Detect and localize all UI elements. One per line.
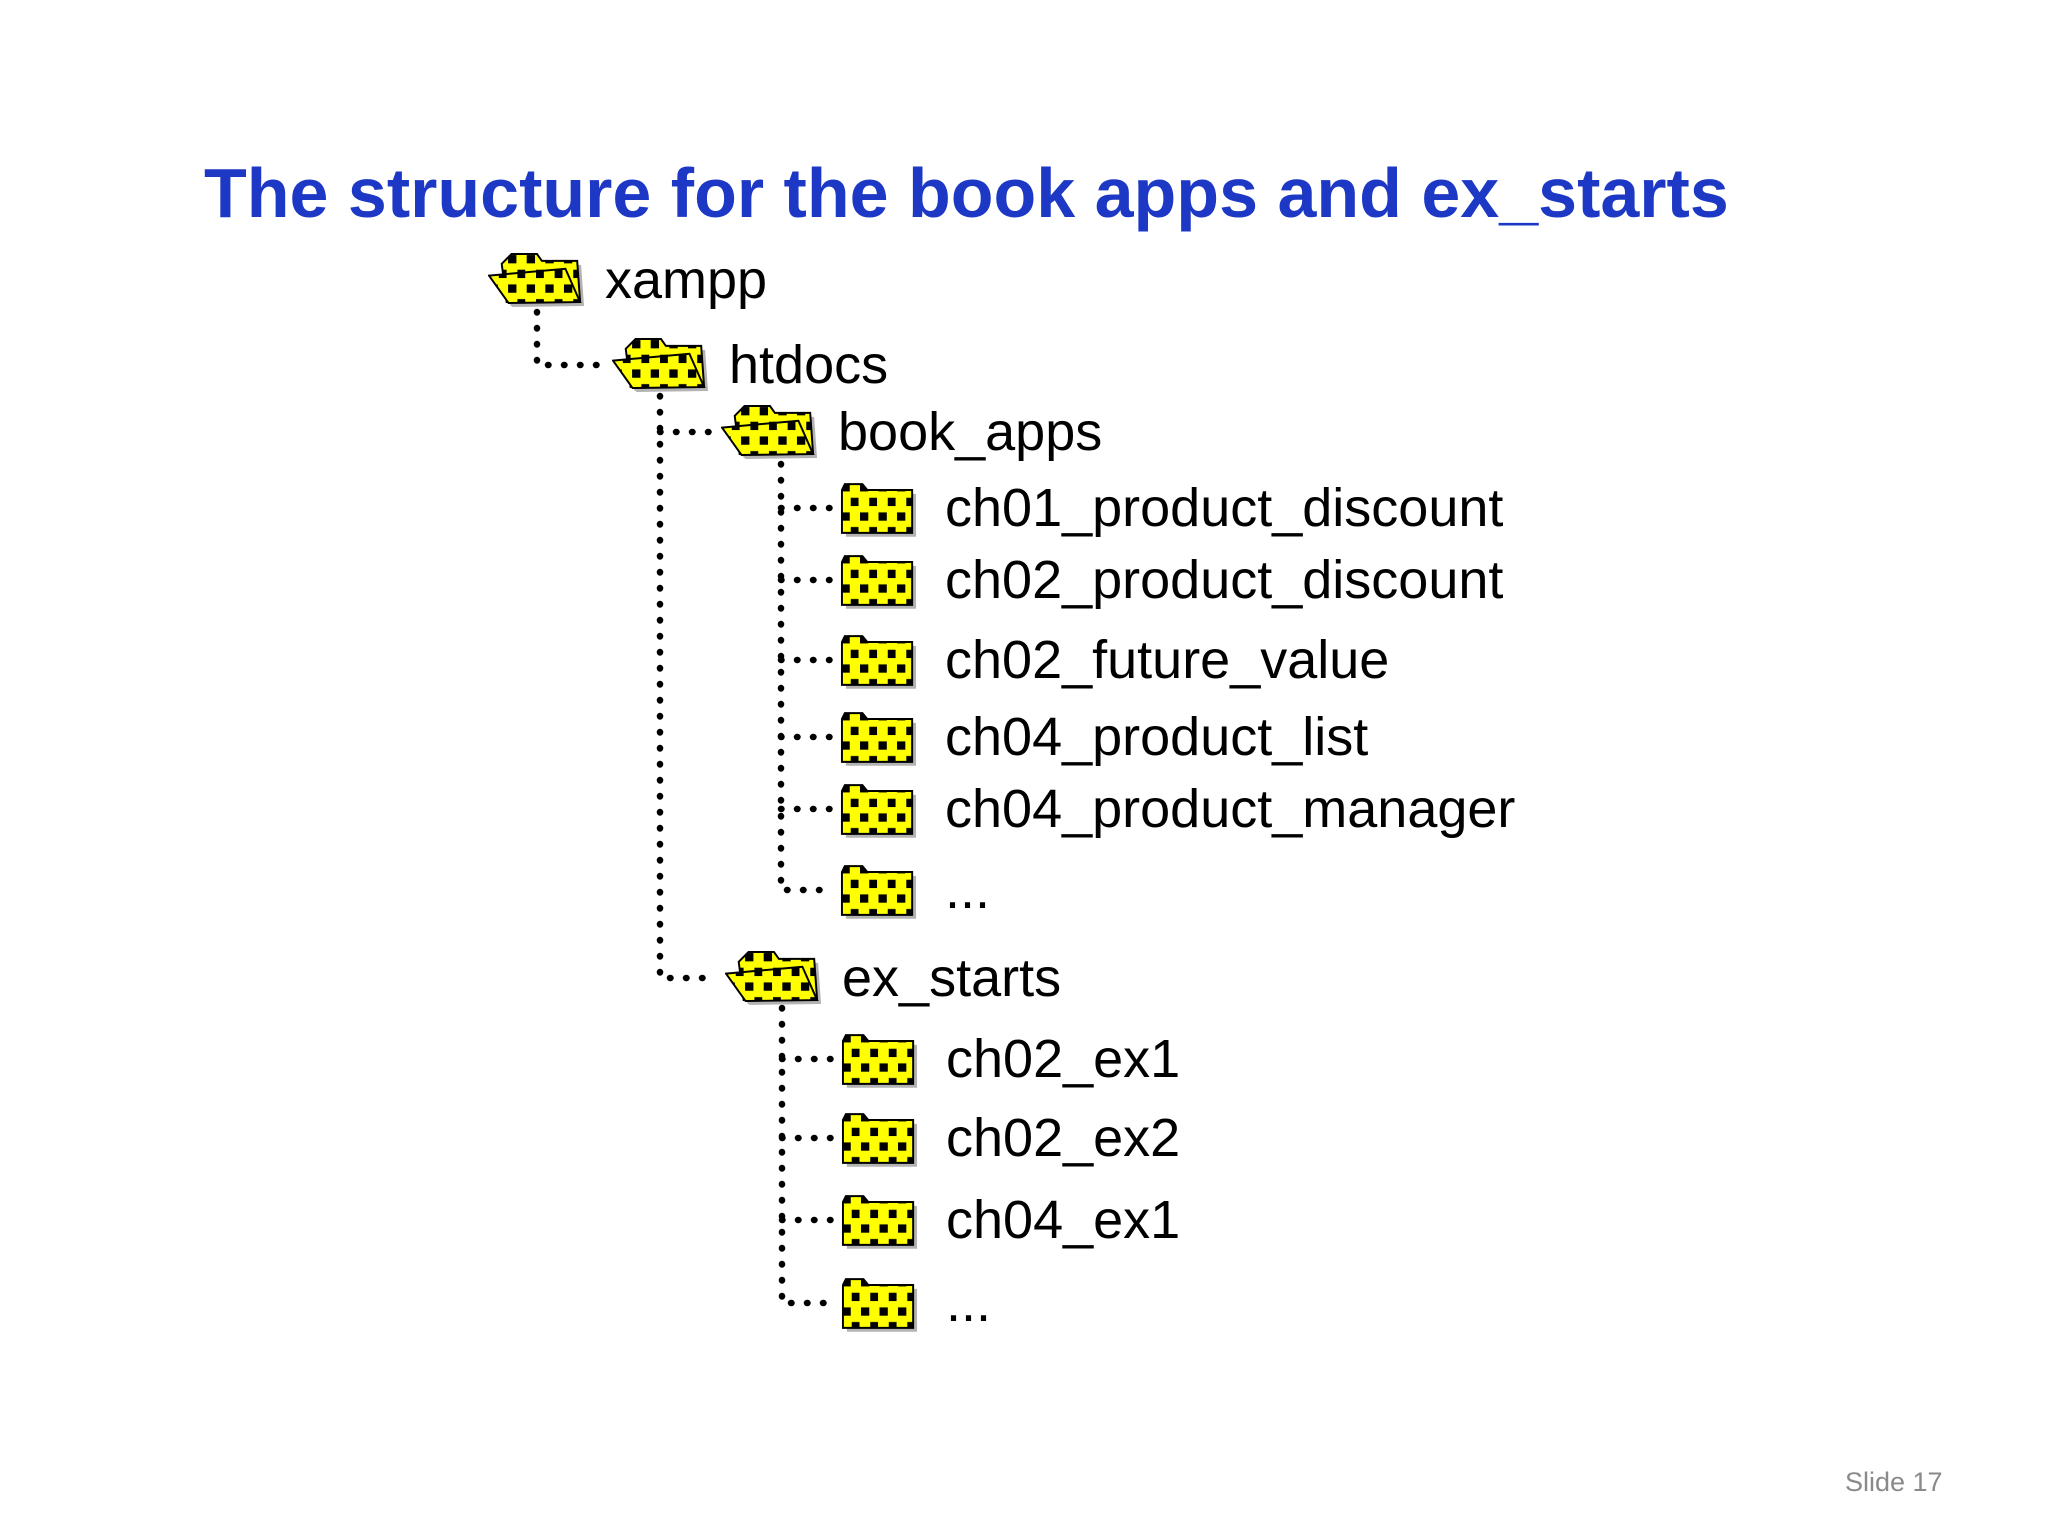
tree-row-ch04-product-list: ch04_product_list bbox=[840, 707, 1368, 767]
tree-row-ch02-ex2: ch02_ex2 bbox=[841, 1108, 1180, 1168]
open-folder-icon bbox=[721, 404, 819, 460]
tree-row-book-apps: book_apps bbox=[721, 402, 1102, 462]
closed-folder-icon bbox=[841, 1033, 919, 1088]
tree-row-htdocs: htdocs bbox=[612, 335, 888, 395]
folder-label: ch02_product_discount bbox=[945, 550, 1504, 610]
closed-folder-icon bbox=[841, 1194, 919, 1249]
folder-label: book_apps bbox=[838, 402, 1103, 462]
folder-label: ... bbox=[945, 860, 991, 920]
folder-label: ch02_ex2 bbox=[946, 1108, 1181, 1168]
folder-label: xampp bbox=[605, 250, 768, 310]
open-folder-icon bbox=[725, 950, 823, 1006]
closed-folder-icon bbox=[841, 1112, 919, 1167]
tree-row-ch04-ex1: ch04_ex1 bbox=[841, 1190, 1180, 1250]
folder-label: htdocs bbox=[729, 335, 889, 395]
folder-label: ch02_future_value bbox=[945, 630, 1390, 690]
tree-row-book-apps-ellipsis: ... bbox=[840, 860, 990, 920]
tree-row-ch02-ex1: ch02_ex1 bbox=[841, 1029, 1180, 1089]
slide-title: The structure for the book apps and ex_s… bbox=[204, 154, 1729, 232]
closed-folder-icon bbox=[841, 1277, 919, 1332]
tree-row-ch04-product-manager: ch04_product_manager bbox=[840, 779, 1515, 839]
closed-folder-icon bbox=[840, 783, 918, 838]
tree-row-ch01-product-discount: ch01_product_discount bbox=[840, 478, 1503, 538]
tree-row-ex-starts: ex_starts bbox=[725, 948, 1061, 1008]
tree-row-ch02-product-discount: ch02_product_discount bbox=[840, 550, 1503, 610]
tree-row-ch02-future-value: ch02_future_value bbox=[840, 630, 1389, 690]
slide-number: Slide 17 bbox=[1845, 1467, 1943, 1497]
closed-folder-icon bbox=[840, 554, 918, 609]
closed-folder-icon bbox=[840, 634, 918, 689]
tree-row-ex-starts-ellipsis: ... bbox=[841, 1273, 991, 1333]
folder-label: ch04_ex1 bbox=[946, 1190, 1181, 1250]
folder-label: ex_starts bbox=[842, 948, 1062, 1008]
folder-label: ... bbox=[946, 1273, 992, 1333]
closed-folder-icon bbox=[840, 482, 918, 537]
open-folder-icon bbox=[488, 252, 586, 308]
folder-label: ch04_product_manager bbox=[945, 779, 1516, 839]
folder-label: ch04_product_list bbox=[945, 707, 1369, 767]
closed-folder-icon bbox=[840, 864, 918, 919]
open-folder-icon bbox=[612, 337, 710, 393]
closed-folder-icon bbox=[840, 711, 918, 766]
folder-label: ch01_product_discount bbox=[945, 478, 1504, 538]
tree-row-xampp: xampp bbox=[488, 250, 767, 310]
folder-label: ch02_ex1 bbox=[946, 1029, 1181, 1089]
